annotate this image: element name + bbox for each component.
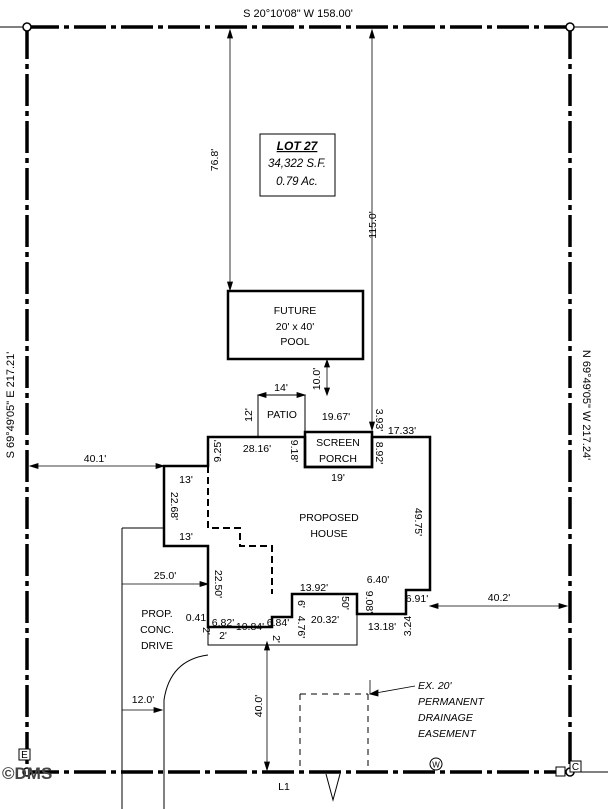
dim-40-0: 40.0' (253, 695, 265, 717)
dim-12: 12' (243, 408, 255, 422)
pool-label-line3: POOL (280, 336, 309, 348)
marker-e-label: E (21, 750, 28, 761)
screen-porch-label-line1: SCREEN (316, 437, 360, 449)
dim-4-76: 4.76' (295, 616, 307, 638)
dim-6-91: 6.91' (406, 593, 428, 605)
drive-label-line1: PROP. (141, 608, 172, 620)
dim-22-50: 22.50' (212, 570, 224, 598)
dim-13-92: 13.92' (300, 582, 328, 594)
dim-6: 6' (295, 600, 307, 608)
corner-marker-top-left (22, 22, 32, 32)
lot-label-box (259, 133, 336, 197)
dim-6-84: 6.84' (267, 617, 289, 629)
dim-50: 50' (339, 596, 351, 610)
dim-17-33: 17.33' (388, 425, 416, 437)
driveway-curve (163, 654, 209, 809)
dim-115-0: 115.0' (367, 211, 379, 239)
dim-3-24: 3.24' (402, 614, 414, 636)
bottom-flow-marker (325, 773, 341, 802)
boundary-top-bearing: S 20°10'08" W 158.00' (243, 8, 353, 20)
easement-label-line4: EASEMENT (418, 728, 477, 740)
screen-porch-label-line2: PORCH (319, 453, 357, 465)
dim-2-b: 2' (219, 630, 227, 642)
dim-13-bottom: 13' (179, 531, 193, 543)
corner-marker-bottom-left (22, 767, 32, 777)
dim-25-0: 25.0' (154, 570, 176, 582)
marker-box-c (569, 760, 582, 773)
dim-6-40: 6.40' (367, 574, 389, 586)
marker-box-bottom-right (555, 766, 566, 777)
dim-13-top: 13' (179, 474, 193, 486)
driveway-lines (121, 527, 209, 809)
dim-6-82: 6.82' (212, 617, 234, 629)
future-pool (226, 289, 365, 361)
dim-19-67: 19.67' (322, 411, 350, 423)
lot-area-acres: 0.79 Ac. (276, 176, 318, 188)
dim-20-32: 20.32' (311, 614, 339, 626)
easement-label-line2: PERMANENT (418, 696, 486, 708)
dimension-labels: 76.8' 115.0' 10.0' 14' 12' 19.67' 3.93' … (84, 149, 510, 717)
pool-label-line1: FUTURE (274, 305, 317, 317)
marker-box-e (18, 748, 31, 761)
dim-49-75: 49.75' (412, 508, 424, 536)
house-label-line2: HOUSE (310, 528, 347, 540)
dim-13-18: 13.18' (368, 621, 396, 633)
patio-label: PATIO (267, 409, 297, 421)
property-boundary (0, 25, 608, 774)
dim-10-0: 10.0' (311, 368, 323, 390)
watermark: ©DMS (2, 764, 52, 783)
dim-0-41: 0.41 (186, 612, 207, 624)
dim-2-c: 2' (270, 635, 282, 643)
lot-title: LOT 27 (277, 139, 319, 153)
easement-label-line1: EX. 20' (418, 680, 453, 692)
dim-9-25: 9.25' (212, 440, 224, 462)
dim-40-2: 40.2' (488, 592, 510, 604)
boundary-left-bearing: S 69°49'05" E 217.21' (5, 352, 17, 459)
dim-2-a: 2' (200, 627, 212, 635)
dim-8-92: 8.92' (373, 442, 385, 464)
pool-label-line2: 20' x 40' (276, 321, 314, 333)
easement-label-line3: DRAINAGE (418, 712, 474, 724)
screen-porch (303, 430, 374, 469)
dim-9-08: 9.08' (363, 591, 375, 613)
house-outline (162, 435, 432, 629)
corner-marker-top-right (565, 22, 575, 32)
dim-9-18: 9.18' (288, 440, 300, 462)
boundary-right-bearing: N 69°49'05" W 217.24' (580, 350, 592, 460)
dim-12-0: 12.0' (132, 694, 154, 706)
drainage-easement (299, 693, 369, 770)
corner-markers (22, 22, 575, 777)
dimension-lines (28, 28, 569, 772)
marker-circle-w (429, 757, 443, 771)
marker-c-label: C (572, 762, 579, 773)
dim-40-1: 40.1' (84, 453, 106, 465)
lot-area-sf: 34,322 S.F. (268, 158, 326, 170)
line-label-l1: L1 (278, 781, 290, 793)
dim-3-93: 3.93' (373, 409, 385, 431)
dim-10-84: 10.84' (236, 621, 264, 633)
drive-label-line3: DRIVE (141, 640, 173, 652)
dim-19: 19' (331, 472, 345, 484)
dim-28-16: 28.16' (243, 443, 271, 455)
dim-22-68: 22.68' (168, 492, 180, 520)
house-label-line1: PROPOSED (299, 512, 359, 524)
marker-w-label: W (432, 761, 440, 770)
drive-label-line2: CONC. (140, 624, 174, 636)
house-dashed-outline (207, 466, 273, 594)
dim-14: 14' (274, 382, 288, 394)
dim-76-8: 76.8' (209, 149, 221, 171)
walkway-outline (207, 614, 358, 646)
